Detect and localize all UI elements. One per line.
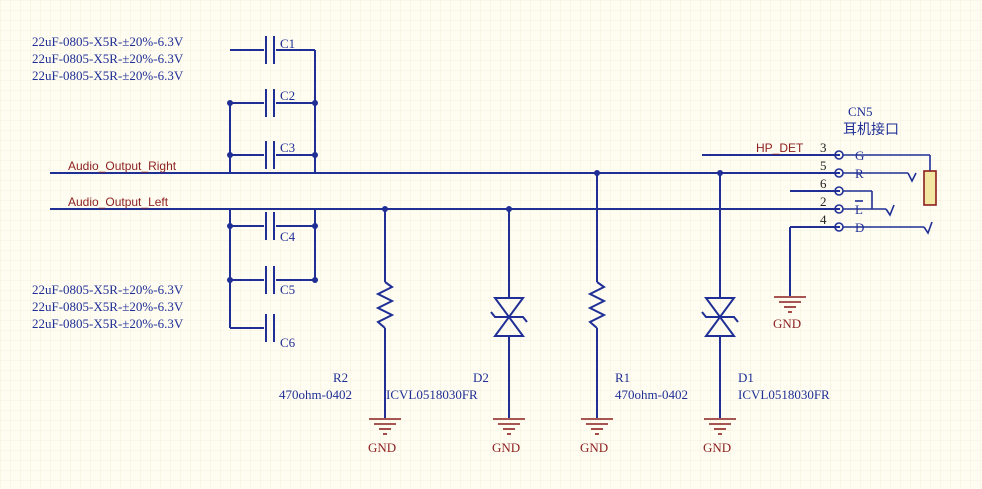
ground-label: GND [368, 440, 396, 455]
capacitor-c1-value: 22uF-0805-X5R-±20%-6.3V [32, 34, 184, 49]
capacitor-c4-value: 22uF-0805-X5R-±20%-6.3V [32, 282, 184, 297]
capacitor-c2-value: 22uF-0805-X5R-±20%-6.3V [32, 51, 184, 66]
capacitor-c3-value: 22uF-0805-X5R-±20%-6.3V [32, 68, 184, 83]
ground-symbol-d2 [493, 418, 525, 435]
capacitor-c1[interactable] [265, 36, 275, 64]
connector-cn5[interactable] [834, 150, 937, 235]
connector-pin-number: 3 [820, 140, 827, 155]
junction-dot [312, 152, 318, 158]
resistor-r1-ref: R1 [615, 370, 630, 385]
capacitor-c2[interactable] [265, 89, 275, 117]
junction-dot [312, 100, 318, 106]
capacitor-c4[interactable] [265, 212, 275, 240]
ground-label: GND [773, 316, 801, 331]
junction-dot [382, 206, 388, 212]
junction-dot [312, 277, 318, 283]
junction-dot [227, 277, 233, 283]
capacitor-c6[interactable] [265, 314, 275, 342]
connector-cn5-name: 耳机接口 [843, 121, 899, 138]
net-connector-ground[interactable] [789, 190, 840, 296]
junction-dot [227, 152, 233, 158]
resistor-r2-value: 470ohm-0402 [279, 387, 352, 402]
capacitor-c3[interactable] [265, 141, 275, 169]
connector-pin-number: 5 [820, 158, 827, 173]
capacitor-c5-ref: C5 [280, 282, 295, 297]
resistor-r1[interactable] [587, 173, 607, 418]
capacitor-c5-value: 22uF-0805-X5R-±20%-6.3V [32, 299, 184, 314]
tvs-diode-d1-value: ICVL0518030FR [738, 387, 830, 402]
net-label-audio-left: Audio_Output_Left [68, 195, 169, 209]
tvs-diode-d2-ref: D2 [473, 370, 489, 385]
capacitor-c2-ref: C2 [280, 88, 295, 103]
ground-label: GND [492, 440, 520, 455]
junction-dot [717, 170, 723, 176]
ground-symbol-d1 [704, 418, 736, 435]
tvs-diode-d2[interactable] [490, 209, 528, 418]
connector-pin-name: D [855, 220, 864, 235]
resistor-r2[interactable] [375, 209, 395, 418]
connector-pin-number: 4 [820, 212, 827, 227]
ground-symbol-cn5 [774, 296, 806, 313]
capacitor-c6-value: 22uF-0805-X5R-±20%-6.3V [32, 316, 184, 331]
resistor-r1-value: 470ohm-0402 [615, 387, 688, 402]
capacitor-c6-ref: C6 [280, 335, 296, 350]
junction-dot [227, 100, 233, 106]
tvs-diode-d1[interactable] [701, 173, 739, 418]
junction-dot [506, 206, 512, 212]
capacitor-c4-ref: C4 [280, 229, 296, 244]
ground-label: GND [703, 440, 731, 455]
capacitor-c5[interactable] [265, 266, 275, 294]
junction-dot [312, 223, 318, 229]
tvs-diode-d1-ref: D1 [738, 370, 754, 385]
junction-dot [594, 170, 600, 176]
capacitor-c3-ref: C3 [280, 140, 295, 155]
capacitor-c1-ref: C1 [280, 36, 295, 51]
connector-cn5-ref: CN5 [848, 104, 873, 119]
tvs-diode-d2-value: ICVL0518030FR [386, 387, 478, 402]
net-label-audio-right: Audio_Output_Right [68, 159, 177, 173]
net-label-hp-det: HP_DET [756, 141, 804, 155]
connector-pin-name: G [855, 148, 864, 163]
connector-pin-name: L [855, 202, 863, 217]
junction-dot [227, 223, 233, 229]
ground-symbol-r1 [581, 418, 613, 435]
connector-pin-number: 6 [820, 176, 827, 191]
ground-label: GND [580, 440, 608, 455]
resistor-r2-ref: R2 [333, 370, 348, 385]
connector-pin-name: R [855, 166, 864, 181]
connector-pin-number: 2 [820, 194, 827, 209]
ground-symbol-r2 [369, 418, 401, 435]
